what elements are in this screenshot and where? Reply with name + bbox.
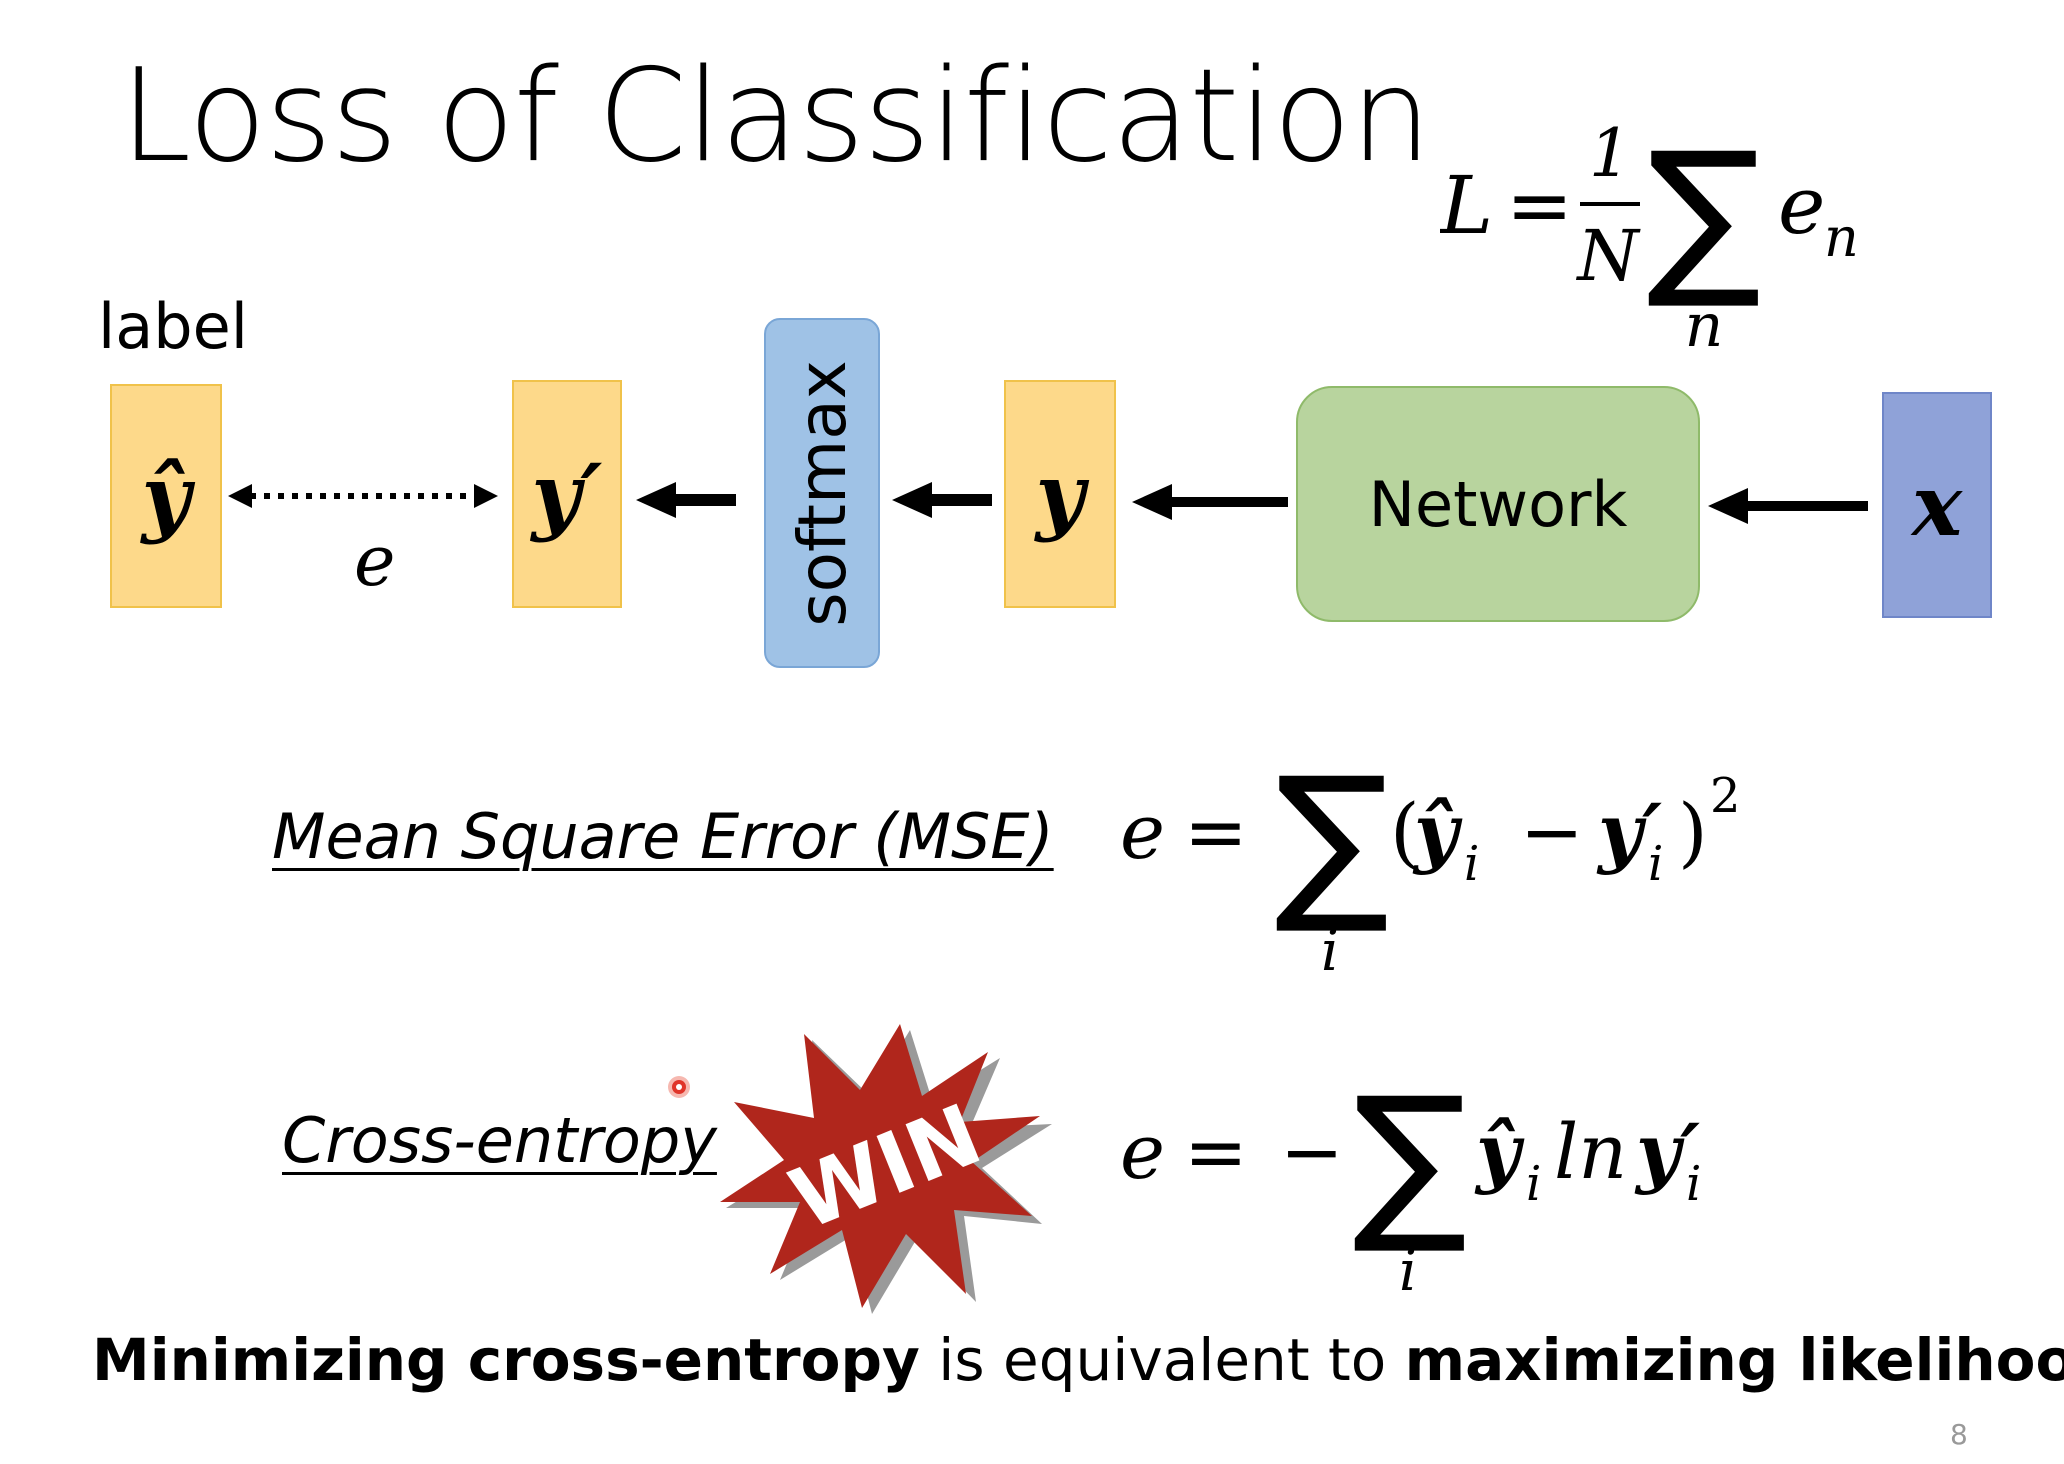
mse-name: Mean Square Error (MSE) xyxy=(272,800,1054,873)
y-prime-box: y′ xyxy=(512,380,622,608)
slide-title: Loss of Classification xyxy=(120,42,1431,191)
mse-y-hat-sub: i xyxy=(1464,836,1479,892)
conclusion-bold-1: Minimizing cross-entropy xyxy=(92,1326,920,1394)
loss-denominator: N xyxy=(1575,215,1641,297)
cross-entropy-name: Cross-entropy xyxy=(282,1104,717,1177)
y-hat-symbol: ŷ xyxy=(141,446,191,546)
softmax-box: softmax xyxy=(764,318,880,668)
network-label: Network xyxy=(1368,467,1628,541)
ce-y-prime-sub: i xyxy=(1686,1156,1701,1212)
mse-open-paren: ( xyxy=(1390,787,1420,876)
mse-lhs: e xyxy=(1120,787,1165,876)
mse-y-hat: ŷ xyxy=(1412,787,1463,876)
loss-term-sub: n xyxy=(1824,206,1859,269)
ce-ln: ln xyxy=(1554,1107,1627,1196)
win-burst xyxy=(720,1024,1040,1308)
error-label: e xyxy=(354,520,396,602)
loss-numerator: 1 xyxy=(1589,115,1631,192)
arrow-network-to-y xyxy=(1132,484,1288,520)
arrow-x-to-network xyxy=(1708,488,1868,524)
error-double-arrow xyxy=(228,484,498,508)
cross-entropy-formula: e = − ∑ i ŷ i ln y′ i xyxy=(1120,1061,1701,1300)
mse-y-prime-sub: i xyxy=(1648,836,1663,892)
ce-minus: − xyxy=(1280,1107,1344,1196)
y-box: y xyxy=(1004,380,1116,608)
label-box: ŷ xyxy=(110,384,222,608)
conclusion-sentence: Minimizing cross-entropy is equivalent t… xyxy=(92,1326,2064,1394)
loss-sum-sign: ∑ xyxy=(1647,116,1762,314)
ce-y-hat: ŷ xyxy=(1474,1107,1525,1196)
softmax-label: softmax xyxy=(783,359,861,627)
page-number: 8 xyxy=(1950,1418,1968,1451)
ce-sum-index: i xyxy=(1399,1239,1417,1300)
ce-y-hat-sub: i xyxy=(1526,1156,1541,1212)
ce-equals: = xyxy=(1184,1107,1248,1196)
total-loss-formula: L = 1 N ∑ n e n xyxy=(1440,115,1859,361)
y-symbol: y xyxy=(1035,444,1085,544)
label-caption: label xyxy=(98,290,248,363)
y-prime-symbol: y′ xyxy=(531,444,603,544)
ce-y-prime: y′ xyxy=(1634,1107,1700,1196)
arrow-y-to-softmax xyxy=(892,482,992,518)
loss-term: e xyxy=(1778,159,1825,252)
loss-lhs: L xyxy=(1440,159,1493,252)
laser-pointer-dot xyxy=(666,1074,692,1100)
loss-sum-index: n xyxy=(1685,291,1724,361)
ce-lhs: e xyxy=(1120,1107,1165,1196)
conclusion-middle: is equivalent to xyxy=(919,1326,1405,1394)
network-box: Network xyxy=(1296,386,1700,622)
mse-minus: − xyxy=(1520,787,1584,876)
loss-equals: = xyxy=(1506,159,1573,252)
mse-equals: = xyxy=(1184,787,1248,876)
win-starburst-badge: WIN xyxy=(720,1024,1052,1314)
ce-sum-sign: ∑ xyxy=(1353,1061,1468,1259)
mse-sum-sign: ∑ xyxy=(1275,741,1390,939)
mse-y-prime: y′ xyxy=(1596,787,1662,876)
mse-power: 2 xyxy=(1710,768,1741,824)
mse-close-paren: ) xyxy=(1678,787,1708,876)
conclusion-bold-2: maximizing likelihood xyxy=(1404,1326,2064,1394)
arrow-softmax-to-yprime xyxy=(636,482,736,518)
input-x-box: x xyxy=(1882,392,1992,618)
mse-sum-index: i xyxy=(1321,919,1339,980)
x-symbol: x xyxy=(1911,455,1963,555)
mse-formula: e = ∑ i ( ŷ i − y′ i ) 2 xyxy=(1120,741,1741,980)
